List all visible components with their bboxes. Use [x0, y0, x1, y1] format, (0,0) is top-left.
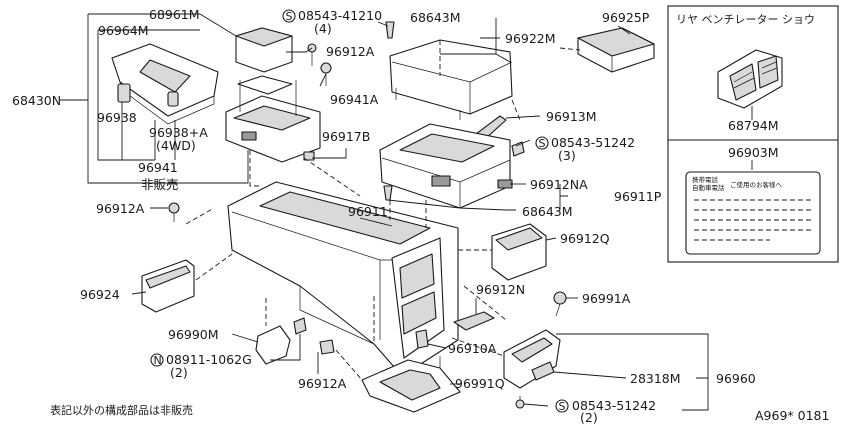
pocket-96924 — [141, 259, 195, 313]
label-96938: 96938 — [97, 110, 137, 125]
shift-panel-96964M — [111, 43, 219, 125]
footnote: 表記以外の構成部品は非販売 — [50, 403, 193, 417]
label-qty-4: (4) — [314, 21, 332, 36]
bracket-96990M — [255, 317, 307, 365]
label-qty-2-b: (2) — [580, 410, 598, 425]
s-mark-2 — [535, 136, 549, 150]
label-96991A: 96991A — [582, 291, 631, 306]
label-4wd: (4WD) — [156, 138, 196, 153]
label-96912A-top: 96912A — [326, 44, 375, 59]
label-not-for-sale: 非販売 — [141, 177, 179, 192]
console-bin-96911P — [379, 123, 525, 209]
diagram-code: A969* 0181 — [755, 408, 829, 423]
label-68430N: 68430N — [12, 93, 61, 108]
label-68643M-bottom: 68643M — [522, 204, 573, 219]
s-mark-letter-1: S — [286, 10, 293, 23]
main-console-96911 — [227, 181, 459, 377]
tray-96925P — [577, 27, 655, 73]
label-08543-51242-a: 08543-51242 — [551, 135, 635, 150]
card-text: ご使用のお客様へ — [730, 180, 783, 189]
label-96922M: 96922M — [505, 31, 556, 46]
label-96960: 96960 — [716, 371, 756, 386]
console-lid-96922M — [389, 39, 513, 120]
label-96912Q: 96912Q — [560, 231, 610, 246]
label-96913M: 96913M — [546, 109, 597, 124]
label-96912A-bottom: 96912A — [298, 376, 347, 391]
cover-96912Q — [491, 223, 547, 281]
plate-96912N — [453, 311, 495, 331]
label-68961M: 68961M — [149, 7, 200, 22]
label-96911: 96911 — [348, 204, 388, 219]
s-mark-letter-2: S — [539, 137, 546, 150]
label-28318M: 28318M — [630, 371, 681, 386]
label-96925P: 96925P — [602, 10, 650, 25]
card-line-1: 携帯電話 — [692, 175, 719, 184]
n-mark-letter: N — [154, 354, 162, 367]
screw-96991A — [553, 291, 567, 317]
label-96912NA: 96912NA — [530, 177, 588, 192]
cup-holder-68961M — [199, 13, 293, 73]
card-line-2: 自動車電話 — [692, 183, 725, 192]
n-mark — [150, 353, 164, 367]
label-96911P: 96911P — [614, 189, 662, 204]
s-mark-letter-3: S — [559, 400, 566, 413]
bracket-96991Q — [361, 356, 461, 413]
left-assembly-bracket — [60, 13, 249, 184]
label-68643M-top: 68643M — [410, 10, 461, 25]
label-96991Q: 96991Q — [455, 376, 505, 391]
label-qty-3: (3) — [558, 148, 576, 163]
label-68794M: 68794M — [728, 118, 779, 133]
label-08543-51242-b: 08543-51242 — [572, 398, 656, 413]
label-qty-2-a: (2) — [170, 365, 188, 380]
label-96910A: 96910A — [448, 341, 497, 356]
console-box-96941 — [225, 75, 321, 163]
caution-card: 携帯電話 自動車電話 ご使用のお客様へ — [685, 171, 821, 255]
leader-lines — [131, 18, 709, 411]
label-96990M: 96990M — [168, 327, 219, 342]
label-08911-1062G: 08911-1062G — [166, 352, 252, 367]
clips — [168, 202, 429, 355]
label-96938A: 96938+A — [149, 125, 208, 140]
fasteners-top — [303, 21, 395, 161]
label-96903M: 96903M — [728, 145, 779, 160]
caution-card-frame — [685, 171, 821, 255]
inset-title: リヤ ベンチレーター ショウ — [676, 13, 815, 26]
label-96964M: 96964M — [98, 23, 149, 38]
rear-ventilator-68794M — [717, 49, 783, 109]
label-96912A-left: 96912A — [96, 201, 145, 216]
label-96941A: 96941A — [330, 92, 379, 107]
s-mark-3 — [555, 399, 569, 413]
s-mark-1 — [282, 9, 296, 23]
label-96924: 96924 — [80, 287, 120, 302]
rear-finisher-96960 — [503, 329, 561, 409]
label-08543-41210: 08543-41210 — [298, 8, 382, 23]
label-96912N: 96912N — [476, 282, 525, 297]
label-96917B: 96917B — [322, 129, 370, 144]
label-96941: 96941 — [138, 160, 178, 175]
inset-panel: リヤ ベンチレーター ショウ 68794M 96903M 携帯電話 自動車電話 … — [667, 5, 839, 263]
